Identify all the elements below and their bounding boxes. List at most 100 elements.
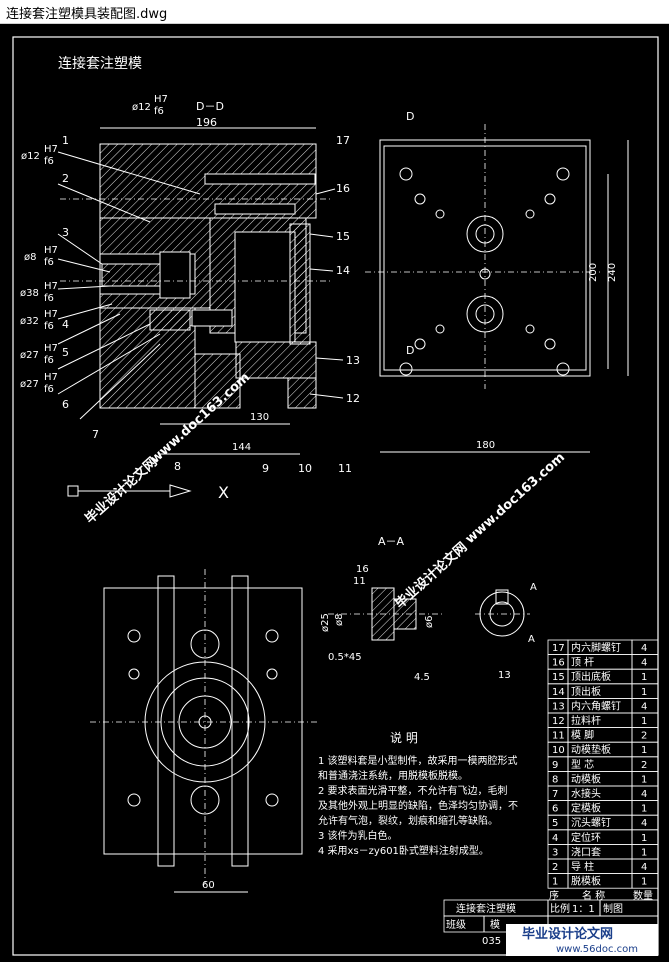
bom-qty: 1: [641, 847, 647, 858]
axis-label: X: [218, 483, 229, 502]
svg-text:模: 模: [490, 919, 500, 931]
svg-text:0.5*45: 0.5*45: [328, 652, 362, 663]
svg-text:2: 2: [62, 172, 69, 185]
bom-name: 脱模板: [571, 875, 601, 888]
svg-text:ø38: ø38: [20, 288, 39, 299]
bom-header: 名 称: [582, 889, 605, 902]
svg-text:4.5: 4.5: [414, 672, 430, 683]
svg-text:ø6: ø6: [424, 616, 435, 628]
svg-text:12: 12: [346, 392, 360, 405]
svg-text:5: 5: [62, 346, 69, 359]
section-view-dd: D－D 196: [20, 94, 360, 502]
bom-qty: 4: [641, 818, 647, 829]
svg-text:连接套注塑模: 连接套注塑模: [456, 902, 516, 915]
svg-text:11: 11: [338, 462, 352, 475]
svg-text:制图: 制图: [603, 902, 623, 915]
svg-text:允许有气泡，裂纹，划痕和缩孔等缺陷。: 允许有气泡，裂纹，划痕和缩孔等缺陷。: [318, 814, 498, 827]
svg-text:H7: H7: [44, 372, 58, 383]
svg-text:f6: f6: [44, 355, 54, 366]
svg-text:f6: f6: [44, 257, 54, 268]
bom-no: 6: [552, 804, 558, 815]
bom-qty: 4: [641, 658, 647, 669]
title-block: 连接套注塑模 比例 1：1 制图 班级 模 035: [443, 899, 659, 947]
bom-qty: 1: [641, 804, 647, 815]
bom-no: 13: [552, 701, 565, 712]
technical-notes: 说 明 1 该塑料套是小型制件，故采用一模两腔形式 和普通浇注系统，用脱模板脱模…: [318, 730, 518, 857]
cad-drawing[interactable]: 连接套注塑模 D－D 196: [0, 24, 669, 958]
svg-text:比例: 比例: [550, 902, 570, 915]
svg-text:4: 4: [62, 318, 69, 331]
svg-text:D: D: [406, 344, 414, 357]
svg-text:ø12: ø12: [21, 151, 40, 162]
svg-text:10: 10: [298, 462, 312, 475]
bom-name: 模 脚: [571, 729, 594, 742]
bom-qty: 1: [641, 716, 647, 727]
bom-header: 数量: [633, 889, 653, 902]
bom-qty: 1: [641, 672, 647, 683]
svg-text:6: 6: [62, 398, 69, 411]
svg-text:H7: H7: [44, 245, 58, 256]
bom-qty: 2: [641, 731, 647, 742]
bom-name: 定位环: [571, 831, 601, 844]
svg-text:ø8: ø8: [24, 252, 36, 263]
svg-text:H7: H7: [44, 343, 58, 354]
svg-text:13: 13: [498, 670, 511, 681]
watermark-site-a-2: 毕业设计论文网: [392, 539, 470, 612]
window-title: 连接套注塑模具装配图.dwg: [6, 7, 168, 22]
bom-no: 15: [552, 672, 565, 683]
plan-view-bottom: 60: [90, 569, 320, 893]
bom-no: 17: [552, 643, 565, 654]
svg-text:ø27: ø27: [20, 350, 39, 361]
bom-no: 4: [552, 833, 558, 844]
svg-text:H7: H7: [44, 144, 58, 155]
svg-text:f6: f6: [44, 384, 54, 395]
cad-drawing-canvas[interactable]: 连接套注塑模 D－D 196: [0, 24, 669, 958]
bom-qty: 4: [641, 643, 647, 654]
svg-text:8: 8: [174, 460, 181, 473]
svg-text:15: 15: [336, 230, 350, 243]
svg-text:180: 180: [476, 440, 495, 451]
svg-text:1 该塑料套是小型制件，故采用一模两腔形式: 1 该塑料套是小型制件，故采用一模两腔形式: [318, 754, 518, 767]
bom-qty: 4: [641, 789, 647, 800]
svg-text:144: 144: [232, 442, 251, 453]
svg-text:ø8: ø8: [334, 614, 345, 626]
watermark-site-b-2: www.doc163.com: [463, 450, 568, 547]
drawing-frame: [12, 36, 659, 956]
svg-text:60: 60: [202, 880, 215, 891]
footer-url: www.56doc.com: [556, 944, 638, 955]
svg-text:A: A: [530, 582, 537, 593]
bom-name: 顶出板: [571, 685, 601, 698]
bom-no: 8: [552, 774, 558, 785]
svg-text:ø12: ø12: [132, 102, 151, 113]
bom-no: 10: [552, 745, 565, 756]
bom-name: 沉头螺钉: [571, 816, 611, 829]
svg-text:9: 9: [262, 462, 269, 475]
svg-text:240: 240: [607, 263, 618, 282]
svg-text:f6: f6: [154, 106, 164, 117]
bom-name: 定模板: [571, 802, 601, 815]
bom-no: 5: [552, 818, 558, 829]
bom-no: 7: [552, 789, 558, 800]
svg-text:f6: f6: [44, 156, 54, 167]
bom-no: 14: [552, 687, 565, 698]
svg-text:和普通浇注系统，用脱模板脱模。: 和普通浇注系统，用脱模板脱模。: [318, 769, 468, 782]
bom-name: 内六角螺钉: [571, 699, 621, 712]
svg-text:及其他外观上明显的缺陷，色泽均匀协调，不: 及其他外观上明显的缺陷，色泽均匀协调，不: [318, 799, 518, 812]
bom-no: 12: [552, 716, 565, 727]
bom-no: 1: [552, 877, 558, 888]
svg-text:说 明: 说 明: [390, 730, 418, 745]
bom-qty: 1: [641, 833, 647, 844]
bom-name: 浇口套: [571, 845, 601, 858]
bom-name: 型 芯: [571, 758, 594, 771]
svg-text:1: 1: [62, 134, 69, 147]
svg-text:1：1: 1：1: [572, 904, 595, 915]
svg-text:D: D: [406, 110, 414, 123]
svg-text:f6: f6: [44, 321, 54, 332]
svg-text:A: A: [528, 634, 535, 645]
bom-no: 16: [552, 658, 565, 669]
svg-text:17: 17: [336, 134, 350, 147]
bom-name: 内六脚螺钉: [571, 641, 621, 654]
svg-text:16: 16: [356, 564, 369, 575]
svg-text:3 该件为乳白色。: 3 该件为乳白色。: [318, 829, 398, 842]
drawing-heading: 连接套注塑模: [58, 55, 142, 72]
